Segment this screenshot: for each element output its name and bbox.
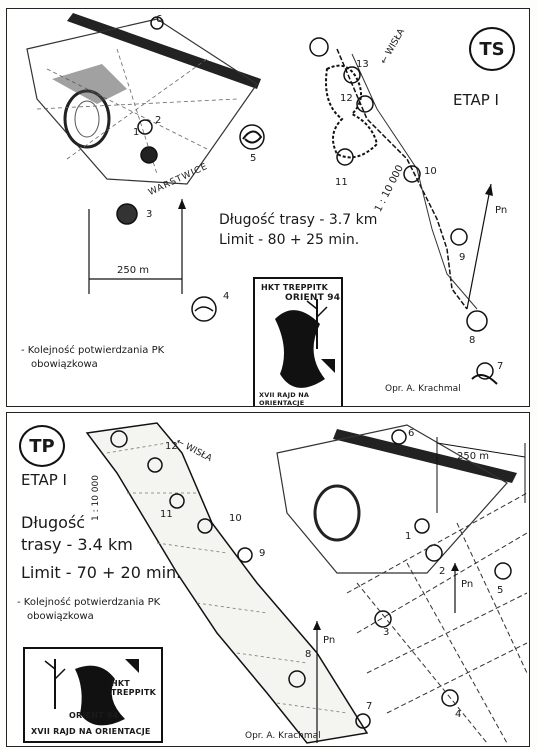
top-map-drawing [26,13,498,385]
event-emblem: XVII RAJD NA ORIENTACJE HKT TREPPITK ORI… [23,647,163,743]
route-badge-label: TP [29,435,55,457]
control-circle-9 [237,547,253,563]
control-number: 12 [165,441,178,452]
control-circle-2 [140,146,158,164]
control-circle-5 [239,124,265,150]
control-circle-9 [450,228,468,246]
scale-label: 1 : 10 000 [91,475,101,521]
route-badge-ts: TS [469,27,515,71]
bottom-map-drawing [85,422,528,744]
river-bank [336,48,468,310]
control-circle-2 [425,544,443,562]
route-length: Długość trasy - 3.7 km [219,212,378,228]
emblem-event-text: XVII RAJD NA ORIENTACJE [31,727,151,736]
emblem-figure [75,665,125,726]
park-outline [26,18,258,185]
control-number: 4 [223,291,230,302]
control-number: 3 [146,209,153,220]
emblem-event-text: XVII RAJD NA ORIENTACJE [259,391,310,407]
control-number: 6 [156,14,163,25]
control-circle-strip [110,430,128,448]
control-circle-8 [466,310,488,332]
control-circle-6 [150,16,164,30]
time-limit: Limit - 70 + 20 min. [21,563,182,582]
control-number: 5 [250,153,257,164]
control-number: 2 [439,566,446,577]
control-circle-13a [309,37,329,57]
time-limit: Limit - 80 + 25 min. [219,232,360,248]
control-number: 4 [455,709,462,720]
control-number: 13 [356,59,369,70]
bottom-map-panel: 12 11 10 9 8 7 6 1 2 3 4 5 TP ETAP I ← W… [6,412,530,747]
north-label-right: Pn [461,579,474,590]
event-emblem: HKT TREPPITK XVII RAJD NA ORIENTACJE ORI… [253,277,343,407]
stage-label: ETAP I [21,471,67,489]
control-number: 7 [497,361,504,372]
north-arrow [466,183,492,310]
control-circle-11 [169,493,185,509]
control-circle-10 [403,165,421,183]
control-circle-1 [137,119,153,135]
emblem-club-text: HKT TREPPITK [261,283,328,292]
control-number: 11 [335,177,348,188]
route-badge-tp: TP [19,425,65,467]
control-number: 6 [408,428,415,439]
emblem-year-text: ORIENT 94 [69,711,119,720]
emblem-year-text: ORIENT 94 [285,293,341,303]
north-label: Pn [495,205,508,216]
control-circle-12 [356,95,374,113]
control-number: 2 [155,115,162,126]
control-number: 10 [424,166,437,177]
control-circle-6 [391,429,407,445]
control-number: 9 [459,252,466,263]
control-number: 3 [383,627,390,638]
forest-patch [325,64,379,159]
railway-band [67,13,261,89]
route-length: trasy - 3.4 km [21,535,133,554]
control-number: 12 [340,93,353,104]
stage-label: ETAP I [453,91,499,109]
stadium-track [313,484,361,542]
north-label: Pn [323,635,336,646]
strip-map-outline [85,422,369,744]
route-length-title: Długość [21,513,86,532]
scale-distance-label: 250 m [457,451,490,462]
route-badge-label: TS [479,38,505,60]
control-circle-13 [343,66,361,84]
order-note: - Kolejność potwierdzania PK [21,345,165,356]
control-circle-7 [476,362,494,380]
control-circle-3 [116,203,138,225]
control-circle-4 [441,689,459,707]
control-circle-8 [288,670,306,688]
control-circle-12 [147,457,163,473]
control-number: 11 [160,509,173,520]
order-note: - Kolejność potwierdzania PK [17,597,161,608]
order-note-continued: obowiązkowa [31,359,98,370]
control-number: 8 [469,335,476,346]
control-number: 7 [366,701,373,712]
railway-band [333,429,517,483]
control-circle-3 [374,610,392,628]
control-number: 9 [259,548,266,559]
scale-distance-label: 250 m [117,265,150,276]
control-number: 8 [305,649,312,660]
control-number: 1 [405,531,412,542]
control-number: 5 [497,585,504,596]
emblem-figure [275,310,325,388]
control-circle-5 [494,562,512,580]
author-credit: Opr. A. Krachmal [385,384,461,394]
control-circle-7 [355,713,371,729]
control-circle-11 [336,148,354,166]
control-number: 10 [229,513,242,524]
control-circle-4 [191,296,217,322]
control-circle-1 [414,518,430,534]
control-circle-10 [197,518,213,534]
emblem-club-text: HKT TREPPITK [111,679,157,697]
top-map-panel: 6 13 12 2 1 11 10 5 3 9 4 8 7 TS ETAP I … [6,8,530,407]
control-number: 1 [133,127,140,138]
forest-paths [346,492,528,744]
author-credit: Opr. A. Krachmal [245,731,321,741]
order-note-continued: obowiązkowa [27,611,94,622]
